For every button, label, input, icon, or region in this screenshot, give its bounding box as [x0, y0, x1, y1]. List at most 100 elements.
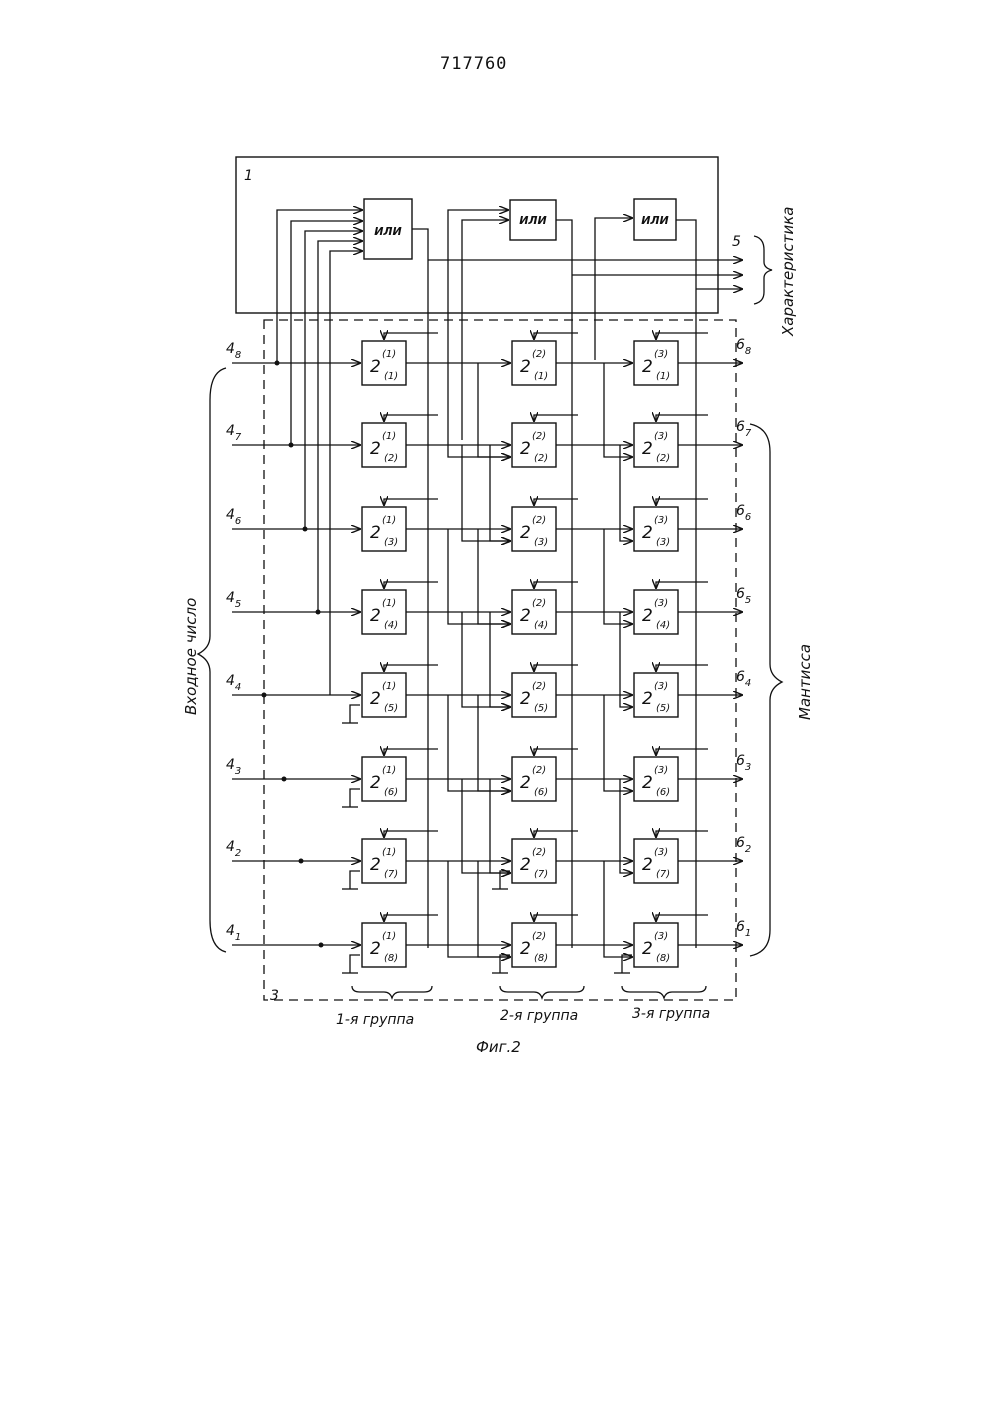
cell-row-index: (8): [384, 953, 398, 964]
group-label-3: 3-я группа: [632, 1006, 710, 1022]
control-line: [656, 749, 708, 755]
shift-link: [448, 363, 510, 457]
junction-dot: [282, 777, 287, 782]
cell-column-index: (2): [532, 598, 546, 609]
junction-dot: [275, 361, 280, 366]
matrix-unit-number: 3: [270, 988, 279, 1004]
cell-row-index: (1): [534, 371, 548, 382]
cell-1-1: 2(1)(1): [362, 341, 406, 385]
cell-column-index: (1): [382, 931, 396, 942]
shift-link: [604, 695, 632, 791]
ground-wire: [622, 955, 632, 973]
control-line: [384, 915, 438, 921]
control-line: [656, 915, 708, 921]
shift-link: [490, 612, 510, 707]
shift-link: [448, 529, 510, 624]
cell-label: 2: [370, 523, 381, 543]
output-label: 64: [736, 669, 751, 689]
control-line: [656, 665, 708, 671]
cell-column-index: (3): [654, 431, 668, 442]
cell-label: 2: [642, 773, 653, 793]
cell-2-2: 2(2)(2): [512, 423, 556, 467]
input-brace: [198, 368, 226, 952]
cell-row-index: (5): [656, 703, 670, 714]
shift-link: [478, 695, 510, 791]
shift-link: [490, 445, 510, 541]
matrix-unit-frame: [264, 320, 736, 1000]
group-2-brace: [500, 986, 584, 998]
cell-row-index: (3): [534, 537, 548, 548]
shift-link: [620, 612, 632, 707]
cell-column-index: (3): [654, 681, 668, 692]
cell-column-index: (1): [382, 515, 396, 526]
output-label: 63: [736, 753, 751, 773]
cell-row-index: (7): [656, 869, 670, 880]
figure-caption: Фиг.2: [476, 1038, 521, 1056]
cell-row-index: (2): [384, 453, 398, 464]
output-label: 67: [736, 419, 752, 439]
characteristic-output-number: 5: [732, 234, 741, 250]
cell-1-3: 2(1)(3): [362, 507, 406, 551]
cell-column-index: (3): [654, 765, 668, 776]
junction-dot: [299, 859, 304, 864]
cell-1-5: 2(1)(5): [362, 673, 406, 717]
cell-label: 2: [642, 523, 653, 543]
cell-2-4: 2(2)(4): [512, 590, 556, 634]
cell-column-index: (3): [654, 931, 668, 942]
cell-3-5: 2(3) (5): [634, 673, 678, 717]
control-line: [384, 831, 438, 837]
cell-3-7: 2(3)(7): [634, 839, 678, 883]
cell-3-8: 2(3)(8): [634, 923, 678, 967]
cell-label: 2: [642, 689, 653, 709]
input-label: 46: [226, 507, 241, 527]
input-label: 48: [226, 341, 241, 361]
input-label: 45: [226, 590, 241, 610]
or-gate-1: ИЛИ: [364, 199, 412, 259]
cell-column-index: (2): [532, 931, 546, 942]
control-line: [656, 582, 708, 588]
output-label: 62: [736, 835, 751, 855]
control-line: [384, 665, 438, 671]
shift-link: [478, 529, 510, 624]
side-label-input-number: Входное число: [182, 598, 200, 715]
junction-dot: [303, 527, 308, 532]
control-line: [656, 415, 708, 421]
cell-1-4: 2(1)(4): [362, 590, 406, 634]
cell-3-6: 2(3)(6): [634, 757, 678, 801]
shift-link: [448, 861, 510, 957]
shift-link: [620, 779, 632, 873]
cell-row-index: (8): [534, 953, 548, 964]
cell-row-index: (6): [384, 787, 398, 798]
cell-column-index: (1): [382, 349, 396, 360]
cell-row-index: (2): [534, 453, 548, 464]
shift-link: [604, 529, 632, 624]
cell-2-1: 2(2)(1): [512, 341, 556, 385]
shift-link: [462, 779, 510, 873]
input-label: 43: [226, 757, 241, 777]
cell-column-index: (1): [382, 847, 396, 858]
control-line: [384, 582, 438, 588]
cell-row-index: (5): [534, 703, 548, 714]
shift-link: [448, 695, 510, 791]
input-label: 44: [226, 673, 241, 693]
group-3-brace: [622, 986, 706, 998]
cell-label: 2: [370, 855, 381, 875]
or-gate-2: ИЛИ: [510, 200, 556, 240]
cell-row-index: (2): [656, 453, 670, 464]
ground-wire: [350, 871, 360, 889]
cell-1-7: 2(1)(7): [362, 839, 406, 883]
cell-row-index: (5): [384, 703, 398, 714]
cell-label: 2: [520, 939, 531, 959]
output-label: 66: [736, 503, 751, 523]
cell-column-index: (2): [532, 765, 546, 776]
control-line: [384, 333, 438, 339]
or-unit-number: 1: [244, 168, 253, 184]
cell-column-index: (2): [532, 681, 546, 692]
cell-row-index: (6): [534, 787, 548, 798]
shift-link: [620, 445, 632, 541]
ground-wire: [500, 955, 510, 973]
shift-link: [478, 363, 510, 457]
junction-dot: [316, 610, 321, 615]
cell-column-index: (3): [654, 349, 668, 360]
